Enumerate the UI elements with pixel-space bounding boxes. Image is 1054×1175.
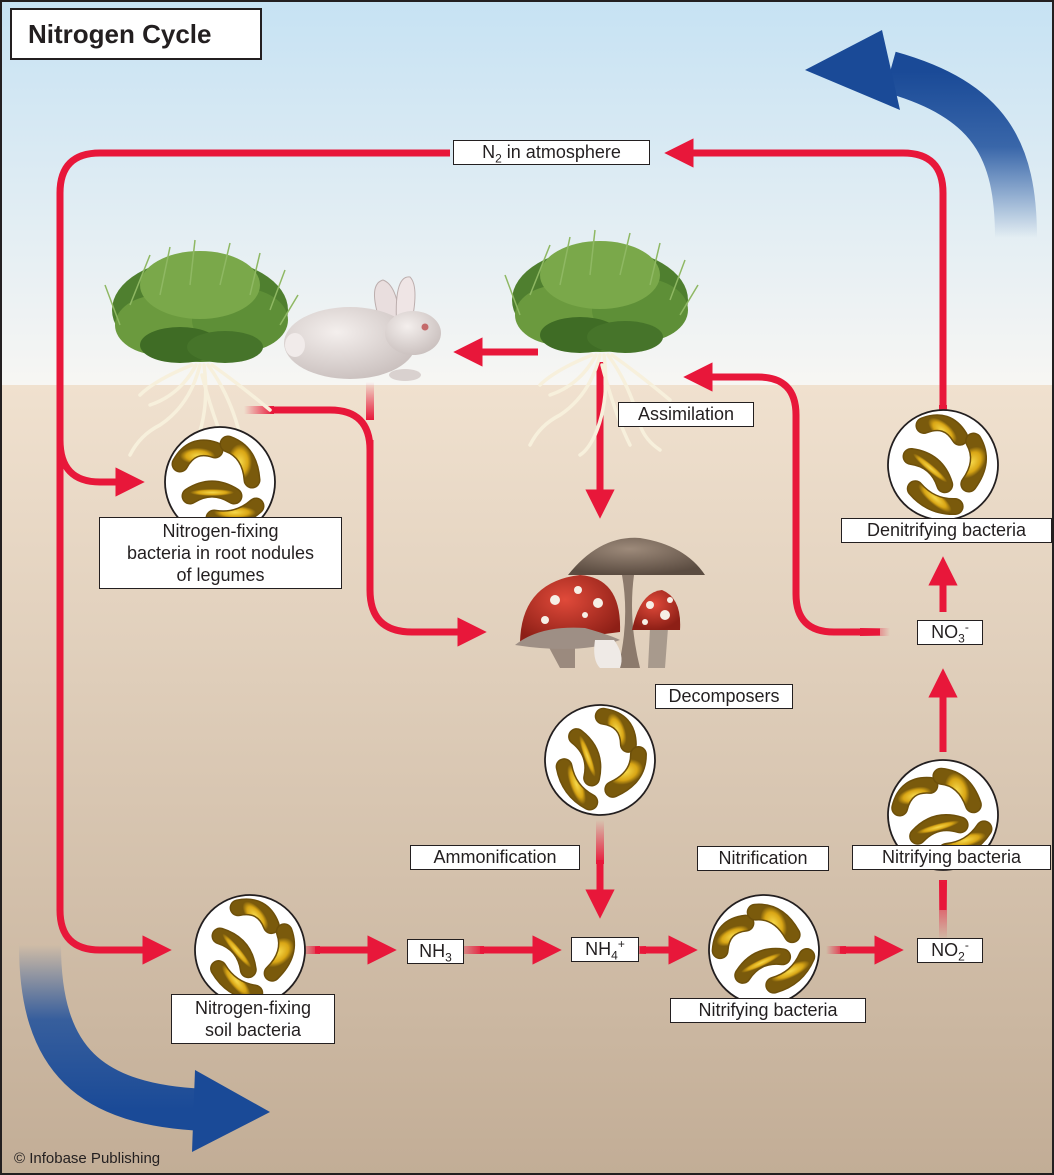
label-nitrogen-fixing-legumes: Nitrogen-fixing bacteria in root nodules… — [99, 517, 342, 589]
blue-arrow-bottom-left — [19, 944, 270, 1152]
rabbit-icon — [284, 276, 441, 381]
label-no3: NO3- — [917, 620, 983, 645]
label-nitrogen-fixing-soil: Nitrogen-fixing soil bacteria — [171, 994, 335, 1044]
label-n2-atmosphere: N2 in atmosphere — [453, 140, 650, 165]
cycle-arrows — [56, 138, 958, 965]
label-nitrifying-bacteria-right: Nitrifying bacteria — [852, 845, 1051, 870]
label-nh4: NH4+ — [571, 937, 639, 962]
label-decomposers: Decomposers — [655, 684, 793, 709]
label-denitrifying-bacteria: Denitrifying bacteria — [841, 518, 1052, 543]
blue-arrow-top-right — [805, 30, 1037, 239]
soil-background — [0, 385, 1054, 1175]
copyright-notice: © Infobase Publishing — [14, 1150, 161, 1167]
label-no2: NO2- — [917, 938, 983, 963]
label-assimilation: Assimilation — [618, 402, 754, 427]
label-ammonification: Ammonification — [410, 845, 580, 870]
label-nh3: NH3 — [407, 939, 464, 964]
mushrooms-icon — [515, 537, 705, 668]
diagram-title: Nitrogen Cycle — [10, 8, 262, 60]
label-nitrifying-bacteria-bottom: Nitrifying bacteria — [670, 998, 866, 1023]
label-nitrification: Nitrification — [697, 846, 829, 871]
